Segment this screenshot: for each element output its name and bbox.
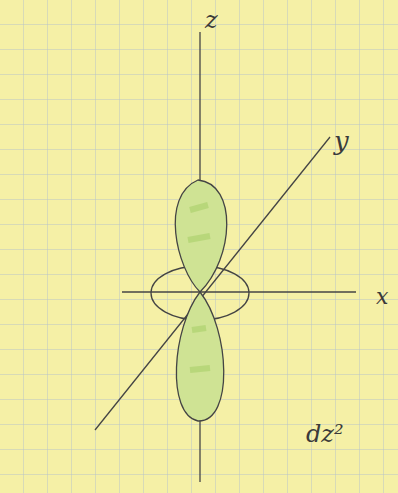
axis-label: x xyxy=(376,286,388,308)
lower-lobe xyxy=(176,292,223,421)
x-axis xyxy=(122,291,356,292)
y-axis xyxy=(95,137,330,430)
lobe-shading xyxy=(188,205,210,370)
axis-label: z xyxy=(205,8,218,32)
orbital-label: dz² xyxy=(306,422,344,446)
axis-label: y xyxy=(334,128,349,154)
